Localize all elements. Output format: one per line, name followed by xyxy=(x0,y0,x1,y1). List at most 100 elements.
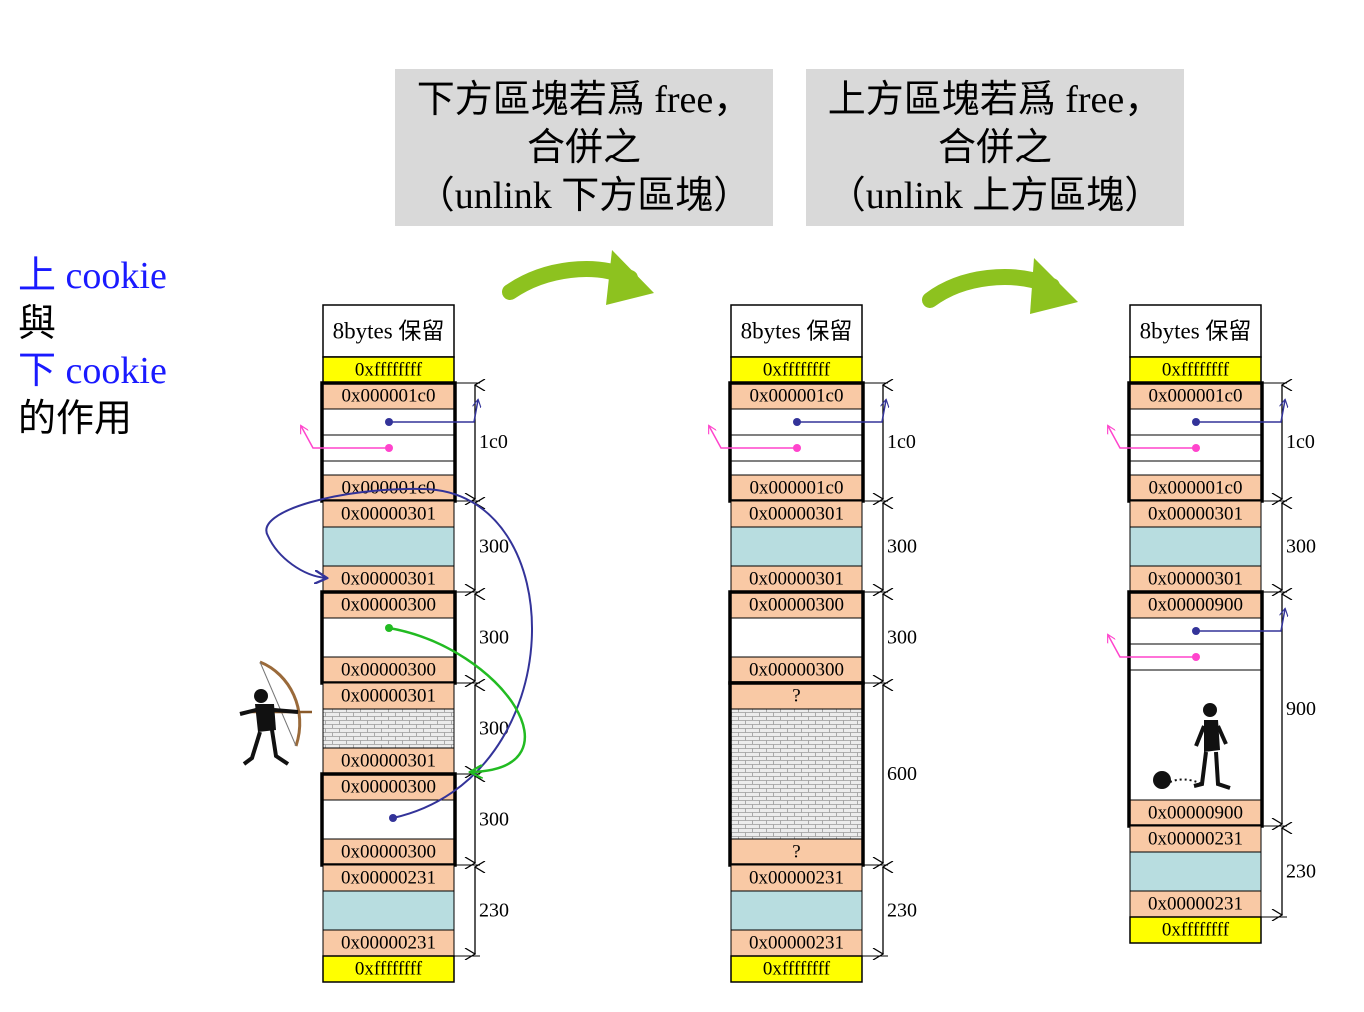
block-size-label: 900 xyxy=(1286,698,1316,720)
bottom-sentinel-cell xyxy=(1129,916,1262,944)
fd-pointer-origin xyxy=(1192,418,1200,426)
side-note-line-4: 的作用 xyxy=(18,396,133,440)
heap-block: 0x00000231 0x00000231 230 xyxy=(322,865,509,956)
block-size-label: 600 xyxy=(887,763,917,785)
link-arrows xyxy=(265,400,1285,822)
block-size-label: 300 xyxy=(479,718,509,740)
bottom-cookie-label: 0x00000300 xyxy=(341,660,436,681)
header-label: 8bytes 保留 xyxy=(333,319,445,344)
bk-pointer-origin xyxy=(793,444,801,452)
top-cookie-cell xyxy=(322,682,455,710)
block-size-label: 230 xyxy=(887,900,917,922)
top-cookie-label: 0x00000301 xyxy=(341,686,436,707)
block-size-label: 300 xyxy=(479,536,509,558)
bottom-cookie-cell xyxy=(1129,474,1262,502)
side-note-cookie-2: cookie xyxy=(56,350,167,392)
memory-column-2: 8bytes 保留0xffffffff0x000001c00x000001c01… xyxy=(728,304,917,983)
bottom-cookie-label: 0x00000231 xyxy=(341,933,436,954)
block-body xyxy=(322,526,455,567)
side-note-lower: 下 xyxy=(18,350,57,392)
block-size-label: 300 xyxy=(887,536,917,558)
caption-line: （unlink 上方區塊） xyxy=(827,174,1163,217)
archer-icon xyxy=(239,660,312,766)
fd-pointer xyxy=(1196,400,1285,423)
top-cookie-label: 0x00000300 xyxy=(341,777,436,798)
top-cookie-cell xyxy=(730,864,863,892)
top-cookie-label: 0x00000301 xyxy=(749,504,844,525)
top-sentinel-label: 0xffffffff xyxy=(355,360,423,381)
block-size-label: 230 xyxy=(479,900,509,922)
bottom-cookie-label: 0x00000900 xyxy=(1148,803,1243,824)
fd-pointer-origin xyxy=(793,418,801,426)
prisoner-icon xyxy=(1153,703,1231,790)
bottom-cookie-cell xyxy=(730,838,863,866)
fd-pointer-origin xyxy=(1192,627,1200,635)
header-cell xyxy=(322,304,455,358)
header-cell xyxy=(730,304,863,358)
bottom-cookie-label: 0x00000300 xyxy=(341,842,436,863)
heap-block: ??600 xyxy=(728,683,917,866)
top-cookie-label: 0x00000231 xyxy=(749,868,844,889)
top-sentinel-cell xyxy=(322,356,455,384)
bottom-cookie-cell xyxy=(322,565,455,593)
top-sentinel-cell xyxy=(730,356,863,384)
bottom-cookie-cell xyxy=(1129,565,1262,593)
header-label: 8bytes 保留 xyxy=(741,319,853,344)
bottom-cookie-cell xyxy=(1129,890,1262,918)
top-sentinel-cell xyxy=(1129,356,1262,384)
top-cookie-label: 0x000001c0 xyxy=(750,386,844,407)
memory-column-3: 8bytes 保留0xffffffff0x000001c00x000001c01… xyxy=(1127,304,1316,944)
top-sentinel-label: 0xffffffff xyxy=(1162,360,1230,381)
bottom-cookie-label: 0x00000301 xyxy=(1148,569,1243,590)
bottom-cookie-label: 0x00000300 xyxy=(749,660,844,681)
top-cookie-label: 0x00000300 xyxy=(341,595,436,616)
bk-pointer-origin xyxy=(1192,444,1200,452)
next-cookie-link xyxy=(388,626,527,772)
top-cookie-cell xyxy=(1129,500,1262,528)
block-body xyxy=(1129,526,1262,567)
bottom-sentinel-cell xyxy=(322,955,455,983)
top-cookie-label: 0x00000231 xyxy=(1148,829,1243,850)
top-cookie-label: 0x00000301 xyxy=(1148,504,1243,525)
block-body xyxy=(322,617,455,658)
block-body xyxy=(322,708,455,749)
bk-pointer-origin xyxy=(385,444,393,452)
header-cell xyxy=(1129,304,1262,358)
side-note-upper: 上 xyxy=(18,255,57,297)
top-cookie-label: 0x00000300 xyxy=(749,595,844,616)
caption-line: 下方區塊若爲 free， xyxy=(416,78,752,121)
bottom-sentinel-cell xyxy=(730,955,863,983)
bottom-sentinel-label: 0xffffffff xyxy=(1162,920,1230,941)
step-arrow-2-head xyxy=(1030,258,1078,314)
top-cookie-label: 0x00000900 xyxy=(1148,595,1243,616)
caption-line: 合併之 xyxy=(526,126,641,169)
bottom-cookie-label: 0x000001c0 xyxy=(750,478,844,499)
top-cookie-label: 0x00000231 xyxy=(341,868,436,889)
fd-pointer xyxy=(1196,609,1285,632)
top-cookie-cell xyxy=(730,500,863,528)
bottom-sentinel-label: 0xffffffff xyxy=(763,959,831,980)
side-note-line-3: 下 cookie xyxy=(18,347,167,395)
block-size-label: 300 xyxy=(1286,536,1316,558)
top-cookie-label: ? xyxy=(792,686,800,707)
heap-block: 0x00000300 0x00000300 300 xyxy=(320,774,509,865)
block-size-label: 300 xyxy=(479,627,509,649)
block-size-label: 1c0 xyxy=(1286,431,1315,453)
bk-pointer xyxy=(1108,635,1196,658)
block-body xyxy=(322,890,455,931)
block-size-label: 1c0 xyxy=(479,431,508,453)
bk-pointer xyxy=(1108,426,1196,449)
block-size-label: 300 xyxy=(479,809,509,831)
block-body xyxy=(730,890,863,931)
step-arrow-1-head xyxy=(606,250,654,305)
bottom-cookie-label: 0x000001c0 xyxy=(342,478,436,499)
bottom-sentinel-label: 0xffffffff xyxy=(355,959,423,980)
fd-pointer-origin xyxy=(385,418,393,426)
